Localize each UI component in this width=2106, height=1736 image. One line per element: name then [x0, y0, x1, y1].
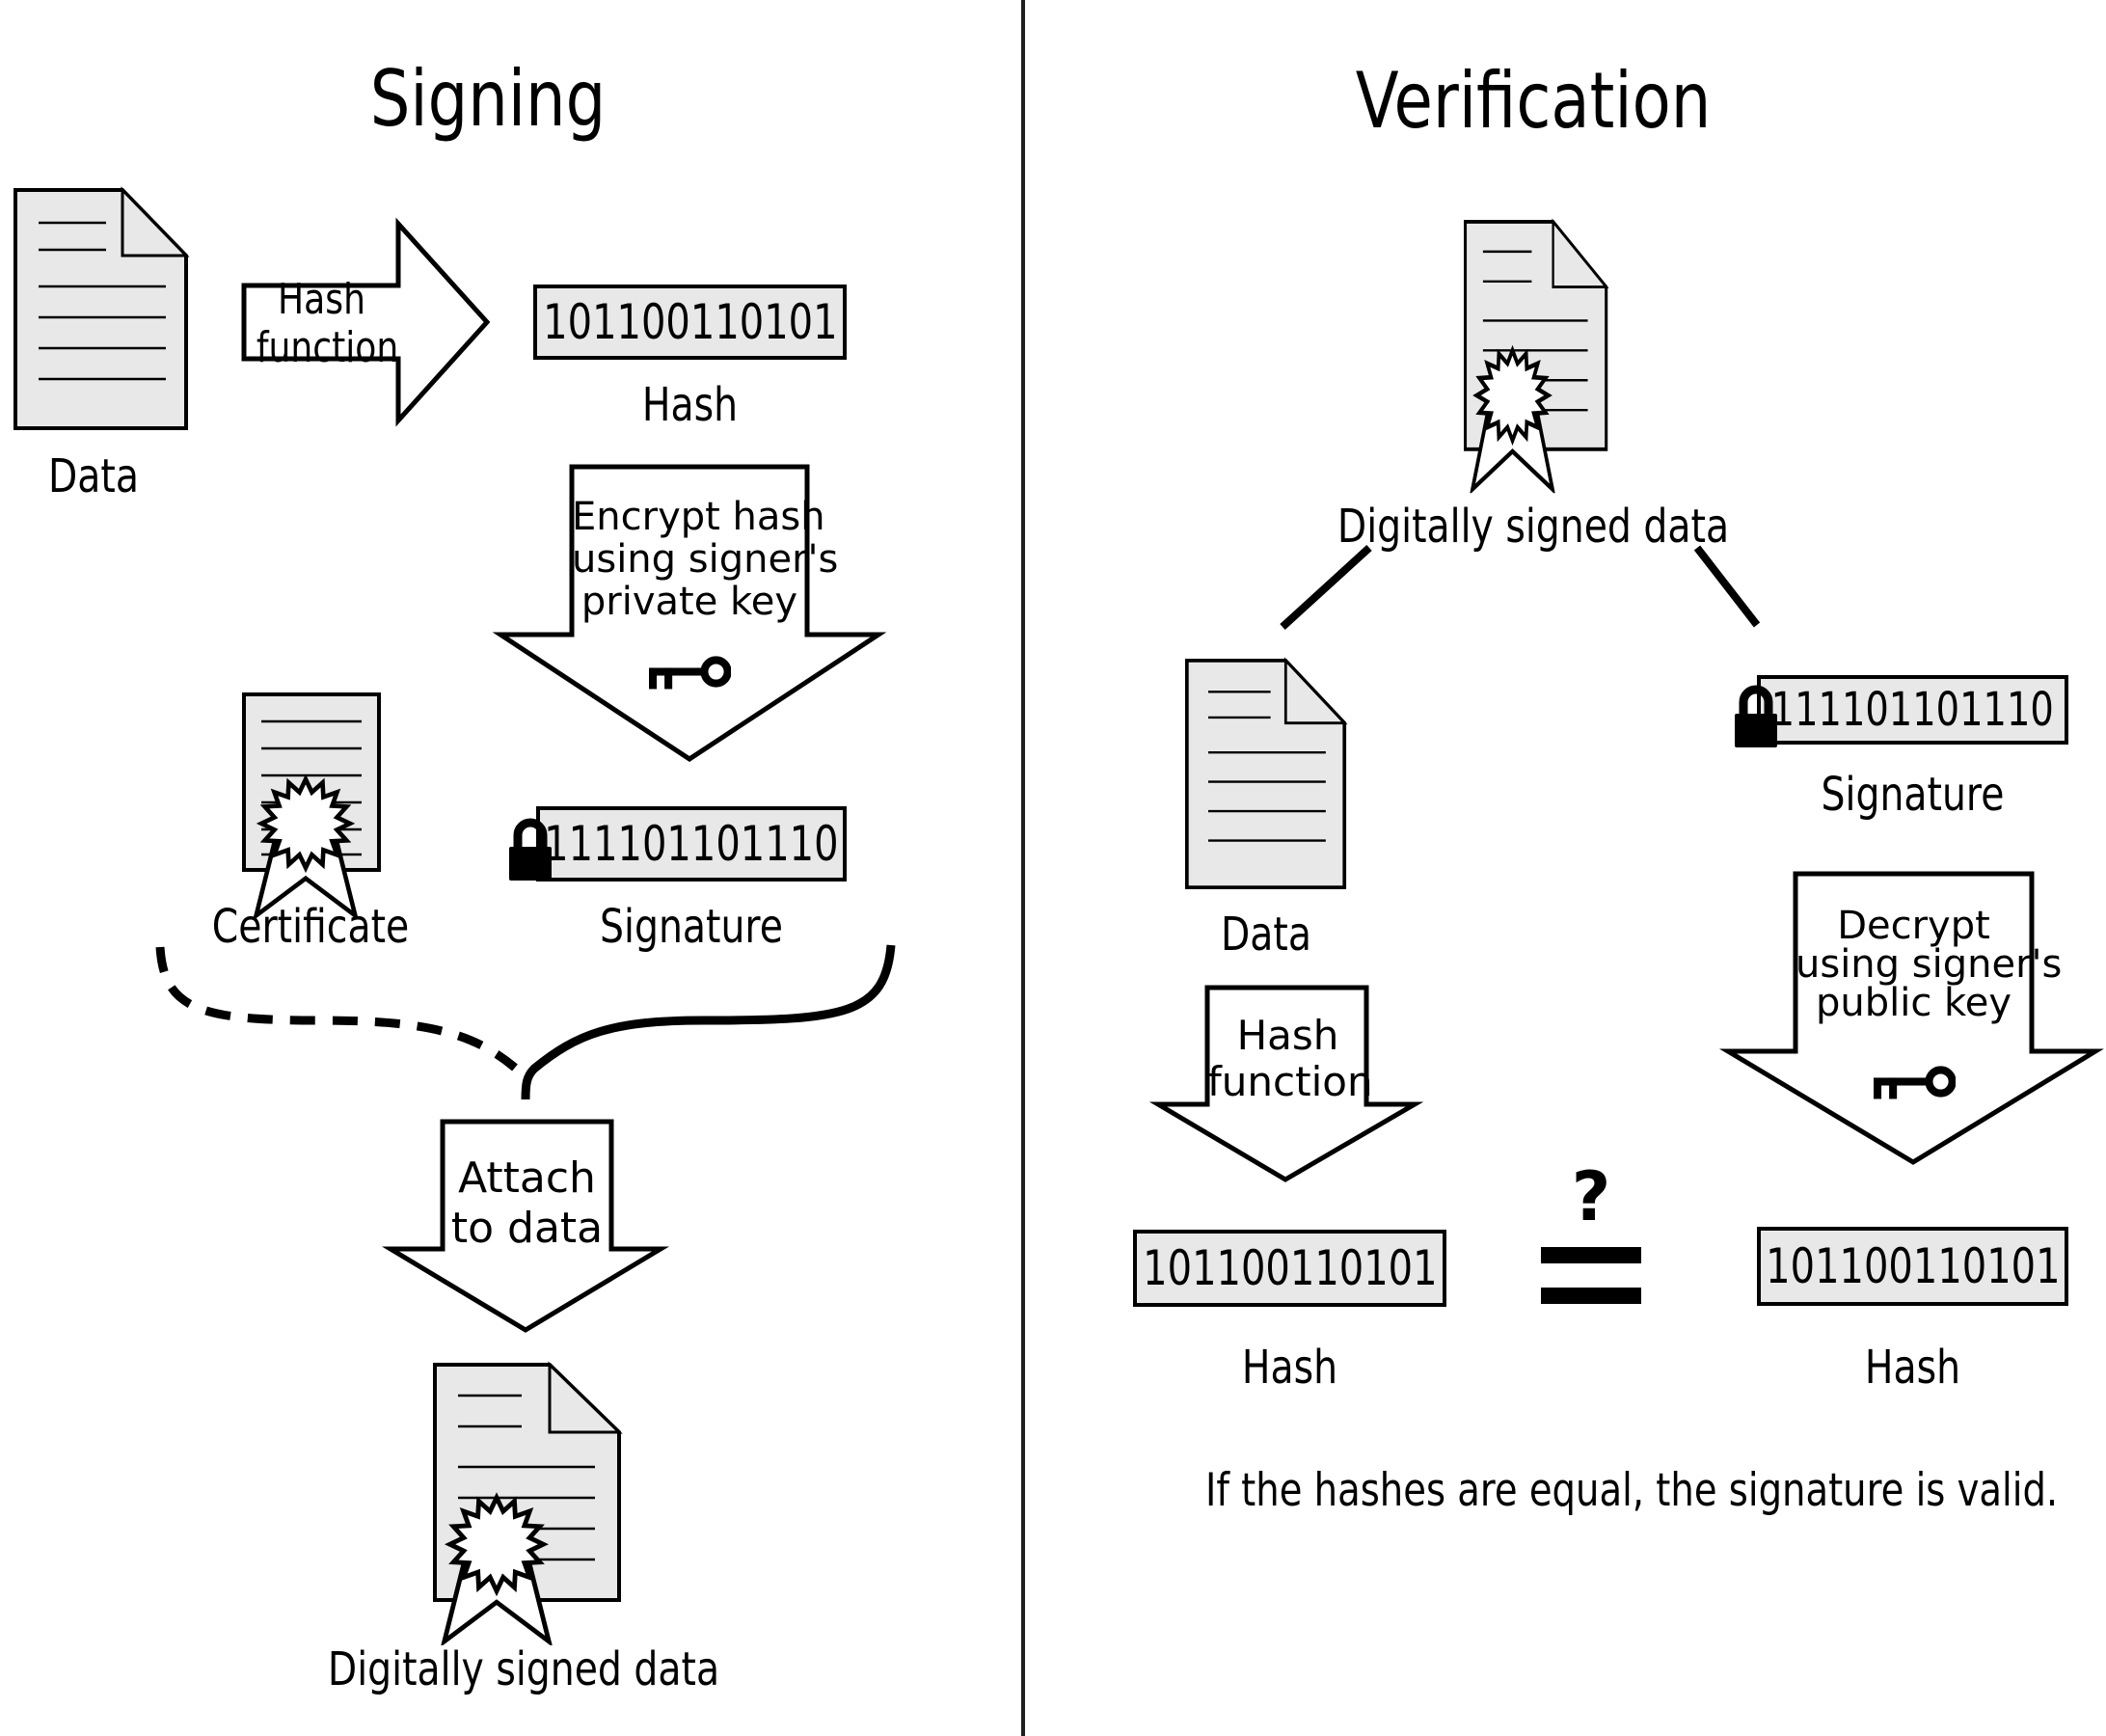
hash-value: 101100110101	[542, 294, 838, 350]
attach-arrow-text: Attach to data	[450, 1153, 604, 1253]
hash-function-down-arrow-icon	[1148, 985, 1424, 1182]
decrypt-arrow-icon	[1718, 871, 2104, 1165]
data-label: Data	[48, 449, 139, 503]
hash-function-arrow-text: Hash function	[256, 275, 399, 372]
data-document-right-icon	[1185, 657, 1348, 890]
data-right-label: Data	[1221, 908, 1311, 962]
signature-right-label: Signature	[1821, 768, 2005, 822]
column-divider	[1021, 0, 1025, 1736]
signature-value: 111101101110	[544, 816, 839, 872]
signed-document-icon	[433, 1361, 623, 1652]
hash-left-box: 101100110101	[1133, 1230, 1446, 1307]
encrypt-arrow-icon	[492, 464, 887, 762]
signature-value-box: 111101101110	[536, 806, 847, 882]
signature-value-box-right: 111101101110	[1757, 675, 2068, 745]
merge-brace	[155, 944, 896, 1100]
encrypt-arrow-text: Encrypt hash using signer's private key	[572, 495, 839, 624]
signature-label: Signature	[600, 900, 783, 954]
equals-sign-bottom-bar	[1541, 1288, 1641, 1304]
lock-icon	[508, 812, 553, 882]
signed-data-label: Digitally signed data	[327, 1642, 720, 1696]
equals-sign-top-bar	[1541, 1247, 1641, 1263]
signed-document-top-icon	[1464, 218, 1609, 500]
signing-title: Signing	[369, 54, 607, 144]
decrypt-arrow-text: Decrypt using signer's public key	[1796, 904, 2063, 1025]
hash-label: Hash	[641, 378, 739, 432]
hash-function-arrow-icon	[241, 217, 491, 427]
hash-left-label: Hash	[1241, 1341, 1338, 1395]
question-mark: ?	[1571, 1157, 1611, 1236]
signature-value-right: 111101101110	[1770, 683, 2055, 737]
conclusion-text: If the hashes are equal, the signature i…	[1205, 1464, 2059, 1517]
hash-right-box: 101100110101	[1757, 1227, 2068, 1306]
certificate-label: Certificate	[211, 900, 410, 954]
certificate-icon	[242, 692, 381, 945]
attach-arrow-icon	[381, 1119, 670, 1333]
hash-right-value: 101100110101	[1765, 1238, 2061, 1294]
signed-data-top-label: Digitally signed data	[1336, 500, 1730, 554]
split-lines	[1280, 545, 1761, 630]
hash-value-box: 101100110101	[533, 285, 847, 360]
verification-title: Verification	[1355, 56, 1712, 146]
hash-left-value: 101100110101	[1142, 1240, 1438, 1296]
hash-function-down-arrow-text: Hash function	[1207, 1012, 1373, 1105]
hash-right-label: Hash	[1864, 1341, 1961, 1395]
data-document-icon	[14, 186, 190, 430]
lock-icon-right	[1734, 679, 1778, 748]
